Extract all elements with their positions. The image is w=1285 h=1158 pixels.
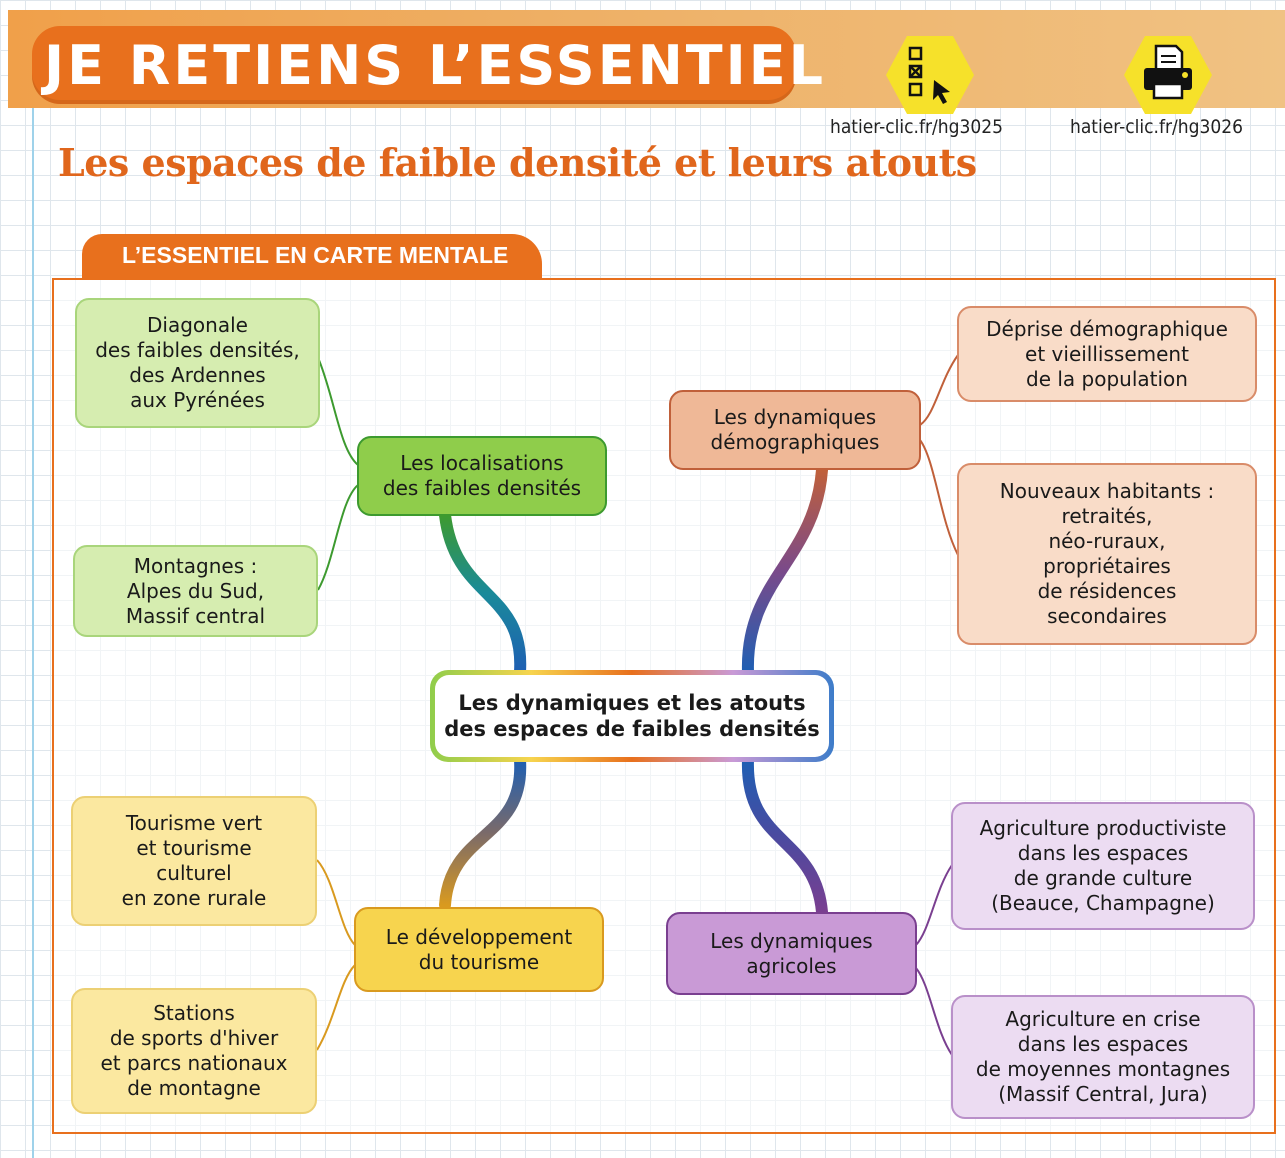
leaf-agriculture-productiviste: Agriculture productiviste dans les espac… [951, 802, 1255, 930]
page-title: Les espaces de faible densité et leurs a… [58, 140, 977, 185]
hub-localisations: Les localisations des faibles densités [357, 436, 607, 516]
hub-agriculture: Les dynamiques agricoles [666, 912, 917, 995]
link-deprise [919, 354, 959, 426]
branch-demographie [741, 464, 828, 678]
notebook-margin-line [32, 100, 34, 1158]
link-diagonale [318, 359, 359, 466]
link-productiviste [915, 864, 953, 946]
leaf-deprise: Déprise démographique et vieillissement … [957, 306, 1257, 402]
leaf-tourisme-vert: Tourisme vert et tourisme culturel en zo… [71, 796, 317, 926]
print-link[interactable]: hatier-clic.fr/hg3026 [1070, 116, 1243, 138]
branch-localisations [439, 509, 527, 678]
hub-tourisme: Le développement du tourisme [354, 907, 604, 992]
hub-demographie: Les dynamiques démographiques [669, 390, 921, 470]
link-stations [316, 964, 356, 1051]
checklist-cursor-icon[interactable] [884, 34, 976, 116]
branch-tourisme [439, 754, 527, 911]
exercise-link[interactable]: hatier-clic.fr/hg3025 [830, 116, 1003, 138]
link-crise [915, 967, 953, 1056]
branch-agriculture [741, 754, 828, 918]
leaf-nouveaux-habitants: Nouveaux habitants : retraités, néo-rura… [957, 463, 1257, 645]
leaf-stations: Stations de sports d'hiver et parcs nati… [71, 988, 317, 1114]
printer-icon[interactable] [1122, 34, 1214, 116]
section-tab [82, 234, 542, 280]
link-montagnes [317, 484, 359, 591]
center-node: Les dynamiques et les atouts des espaces… [430, 670, 834, 762]
center-node-label: Les dynamiques et les atouts des espaces… [435, 675, 829, 757]
title-pill [32, 26, 796, 104]
leaf-montagnes: Montagnes : Alpes du Sud, Massif central [73, 545, 318, 637]
link-tourisme-vert [316, 859, 356, 946]
banner-title: JE RETIENS L’ESSENTIEL [44, 34, 827, 97]
section-tab-label: L’ESSENTIEL EN CARTE MENTALE [122, 242, 509, 268]
leaf-diagonale: Diagonale des faibles densités, des Arde… [75, 298, 320, 428]
leaf-agriculture-crise: Agriculture en crise dans les espaces de… [951, 995, 1255, 1119]
link-nouveaux [919, 439, 959, 556]
